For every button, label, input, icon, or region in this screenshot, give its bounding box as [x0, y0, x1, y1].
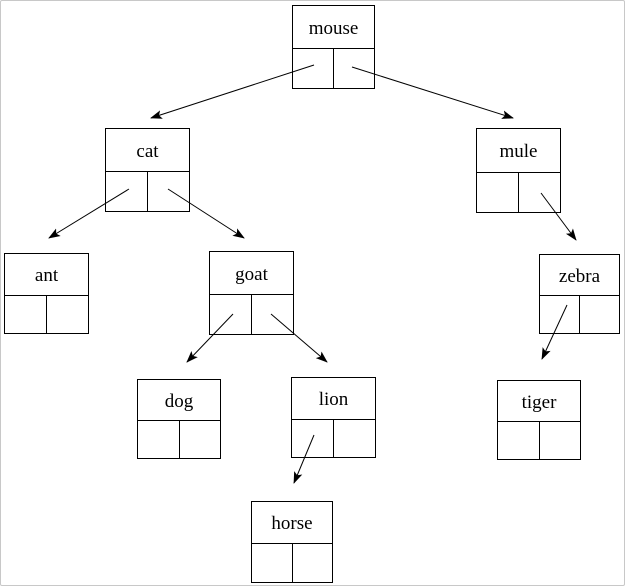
node-label: ant: [5, 254, 88, 296]
node-pointer-cells: [210, 295, 293, 334]
node-left-pointer-cell: [5, 295, 47, 333]
node-pointer-cells: [138, 421, 220, 458]
node-pointer-cells: [5, 295, 88, 333]
node-pointer-cells: [540, 296, 619, 333]
node-left-pointer-cell: [477, 172, 519, 212]
node-right-pointer-cell: [252, 295, 293, 334]
tree-node-ant: ant: [4, 253, 89, 334]
tree-node-mouse: mouse: [292, 5, 375, 89]
node-left-pointer-cell: [293, 49, 334, 88]
node-pointer-cells: [252, 544, 332, 582]
tree-node-zebra: zebra: [539, 254, 620, 334]
node-left-pointer-cell: [540, 296, 580, 333]
node-right-pointer-cell: [334, 420, 375, 457]
node-label: mule: [477, 129, 560, 173]
node-left-pointer-cell: [292, 419, 334, 457]
node-label: tiger: [498, 381, 580, 423]
node-label: lion: [292, 378, 375, 420]
node-left-pointer-cell: [498, 422, 540, 459]
node-pointer-cells: [477, 172, 560, 212]
node-label: goat: [210, 252, 293, 296]
node-right-pointer-cell: [47, 296, 88, 333]
tree-node-cat: cat: [105, 128, 190, 212]
node-right-pointer-cell: [540, 422, 581, 459]
node-left-pointer-cell: [106, 172, 148, 211]
node-pointer-cells: [498, 422, 580, 459]
node-label: horse: [252, 502, 332, 545]
node-left-pointer-cell: [252, 544, 293, 582]
tree-node-lion: lion: [291, 377, 376, 458]
node-pointer-cells: [293, 49, 374, 88]
node-label: zebra: [540, 255, 619, 297]
tree-node-tiger: tiger: [497, 380, 581, 460]
node-pointer-cells: [106, 172, 189, 211]
node-label: mouse: [293, 6, 374, 50]
tree-node-mule: mule: [476, 128, 561, 213]
node-right-pointer-cell: [148, 172, 189, 211]
node-right-pointer-cell: [334, 49, 374, 88]
node-label: cat: [106, 129, 189, 173]
node-left-pointer-cell: [210, 295, 252, 334]
tree-node-dog: dog: [137, 379, 221, 459]
tree-node-horse: horse: [251, 501, 333, 583]
node-right-pointer-cell: [293, 544, 333, 582]
node-right-pointer-cell: [580, 296, 619, 333]
node-right-pointer-cell: [180, 421, 221, 458]
node-label: dog: [138, 380, 220, 422]
node-right-pointer-cell: [519, 173, 560, 212]
node-left-pointer-cell: [138, 421, 180, 458]
tree-node-goat: goat: [209, 251, 294, 335]
node-pointer-cells: [292, 419, 375, 457]
